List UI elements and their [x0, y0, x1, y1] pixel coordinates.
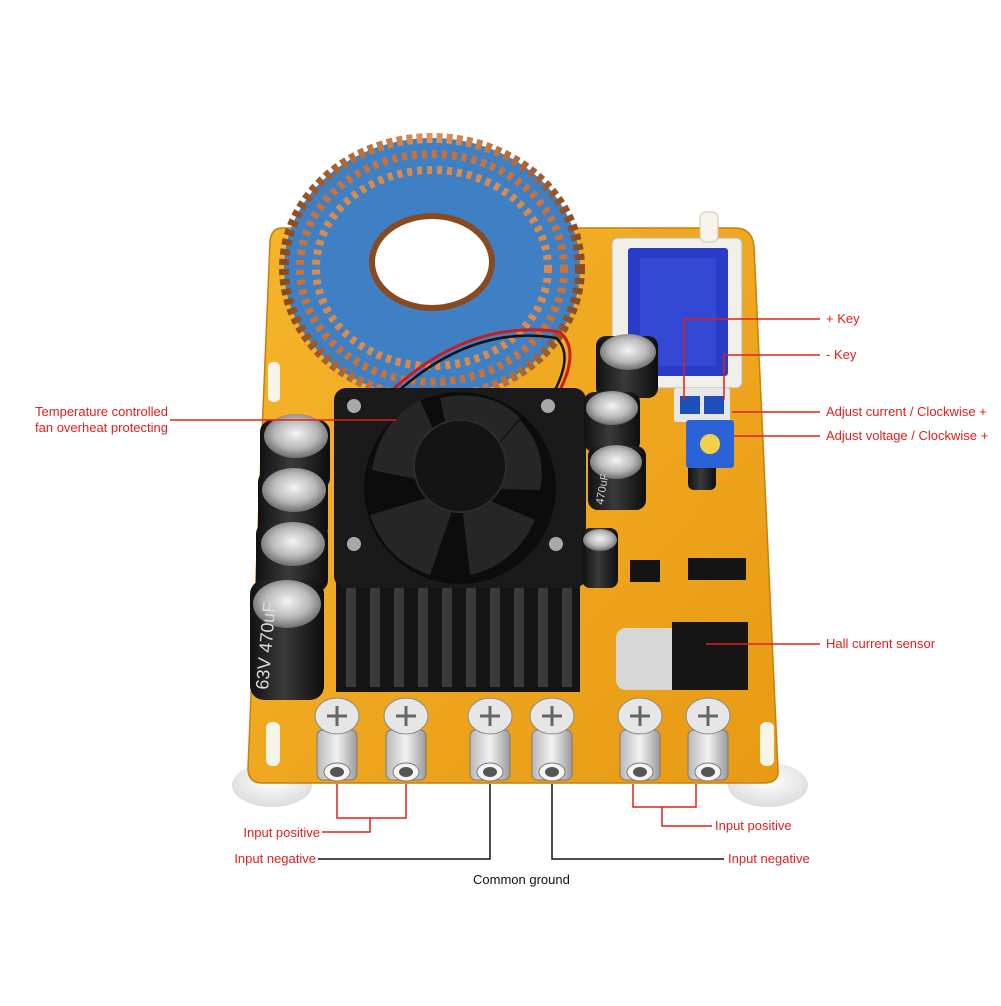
leader-input-positive-left-tail	[322, 818, 371, 833]
capacitor-marking: 470uF	[594, 472, 611, 505]
capacitor: 470uF	[588, 445, 646, 510]
leader-input-negative-left	[318, 784, 491, 860]
potentiometers	[686, 420, 734, 468]
standoff	[268, 362, 280, 402]
label-input-negative-left: Input negative	[234, 851, 316, 866]
label-input-positive-right: Input positive	[715, 818, 792, 833]
ic-chip	[688, 558, 746, 580]
label-fan-overheat: Temperature controlled fan overheat prot…	[35, 404, 168, 435]
capacitor	[596, 334, 658, 398]
leader-input-positive-right-tail	[661, 807, 712, 827]
standoff	[760, 722, 774, 766]
leader-input-positive-right	[632, 784, 697, 808]
label-adjust-voltage: Adjust voltage / Clockwise +	[826, 428, 989, 443]
terminal-screw-icon	[529, 697, 575, 782]
leader-input-positive-left	[336, 784, 407, 819]
terminal-screw-icon	[314, 697, 360, 782]
hall-sensor	[616, 622, 748, 690]
capacitor	[256, 522, 328, 592]
fan-wire	[388, 328, 572, 394]
label-input-negative-right: Input negative	[728, 851, 810, 866]
terminal-screw-icon	[467, 697, 513, 782]
key-buttons	[674, 388, 730, 422]
terminal-screw-icon	[617, 697, 663, 782]
label-hall-sensor: Hall current sensor	[826, 636, 936, 651]
terminal-block	[314, 697, 731, 782]
standoff	[266, 722, 280, 766]
capacitor	[582, 528, 618, 588]
ic-chip	[630, 560, 660, 582]
leader-minus-key	[723, 354, 820, 400]
leader-plus-key	[683, 318, 820, 400]
fan-icon	[334, 388, 586, 588]
leader-input-negative-right	[551, 784, 724, 860]
capacitor	[584, 391, 640, 452]
terminal-screw-icon	[685, 697, 731, 782]
fan-wire	[394, 334, 566, 395]
label-common-ground: Common ground	[473, 872, 570, 887]
capacitor: 63V 470uF	[250, 580, 324, 700]
label-minus-key: - Key	[826, 347, 857, 362]
label-plus-key: + Key	[826, 311, 860, 326]
leader-lines	[170, 318, 820, 860]
label-input-positive-left: Input positive	[243, 825, 320, 840]
terminal-screw-icon	[383, 697, 429, 782]
label-adjust-current: Adjust current / Clockwise +	[826, 404, 987, 419]
